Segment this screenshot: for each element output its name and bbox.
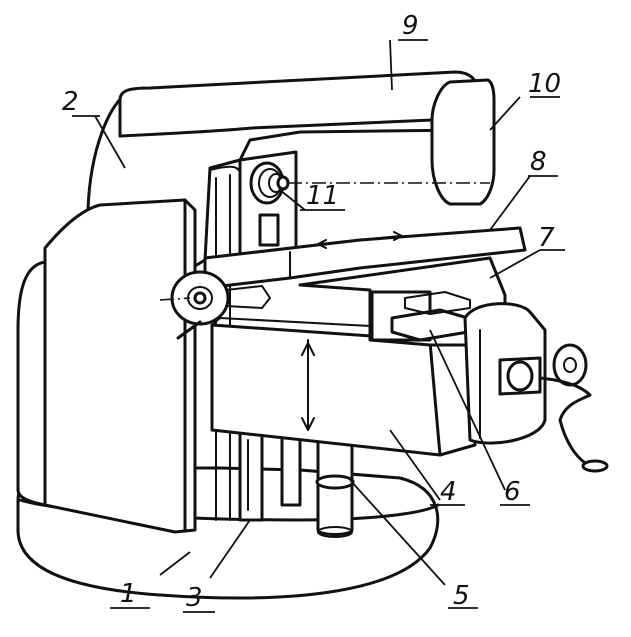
label-1: 1 xyxy=(120,579,137,609)
label-4: 4 xyxy=(440,477,457,507)
label-6: 6 xyxy=(504,477,521,507)
label-2: 2 xyxy=(62,87,79,117)
handwheel-left xyxy=(159,270,271,340)
label-7: 7 xyxy=(538,223,555,253)
spindle xyxy=(249,161,490,247)
arbor-support xyxy=(430,78,496,206)
leader-lines xyxy=(72,39,565,613)
label-9: 9 xyxy=(402,11,419,41)
label-10: 10 xyxy=(528,69,561,99)
label-3: 3 xyxy=(186,583,203,613)
label-8: 8 xyxy=(530,147,547,177)
column-housing xyxy=(16,198,197,534)
label-11: 11 xyxy=(306,181,339,211)
feed-gearbox xyxy=(463,302,609,473)
label-5: 5 xyxy=(453,581,470,611)
knee xyxy=(210,317,477,457)
lifting-column xyxy=(315,438,355,538)
